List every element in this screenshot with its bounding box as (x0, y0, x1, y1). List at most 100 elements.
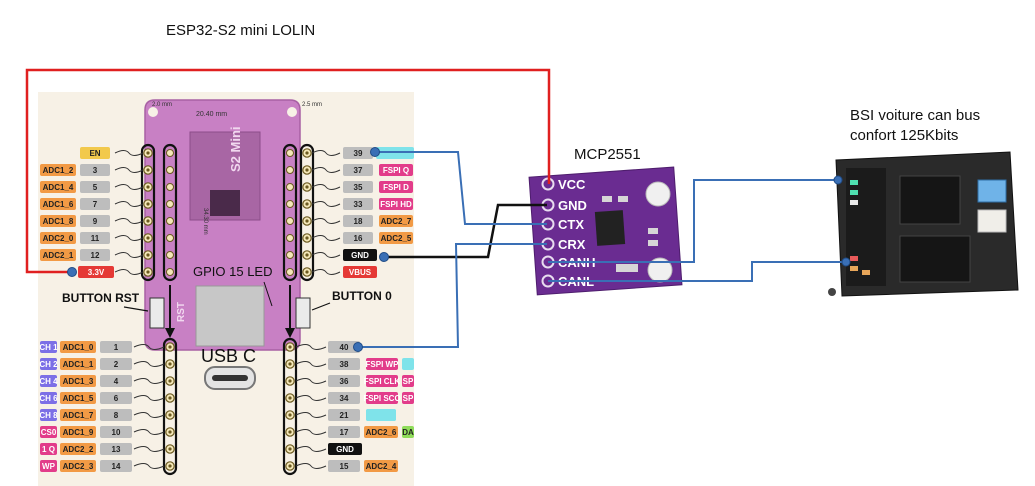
pin-lead-bottom-left (133, 412, 165, 418)
pin-bottom-right-num: 34 (340, 394, 349, 403)
pin-lead-top-left (114, 167, 144, 173)
pin-top-left-num-bg (80, 232, 110, 244)
pin-lead-bottom-left (133, 446, 165, 452)
pin-top-right-gnd-bg (343, 249, 377, 261)
header-bottom-right-pin-hole (288, 379, 292, 383)
pin-lead-bottom-left (133, 361, 165, 367)
pin-top-right-num-bg (343, 164, 373, 176)
pin-bottom-left-num: 2 (114, 360, 119, 369)
pin-bottom-left-num: 14 (112, 462, 121, 471)
pin-top-right-num-bg (343, 198, 373, 210)
pin-lead-top-left (114, 269, 144, 275)
pin-top-left-adc-bg (40, 232, 76, 244)
header-top-left-inner-pin (166, 234, 174, 242)
pin-bottom-right-num-bg (328, 392, 360, 404)
pin-bottom-left-edge: CS0 (41, 428, 57, 437)
mcp-chip (594, 210, 626, 246)
mcp-resistor-5 (616, 264, 638, 272)
dot-bsi-canl (841, 257, 851, 267)
header-top-left-pin-hole (146, 202, 150, 206)
header-top-left-pin-hole (146, 219, 150, 223)
pin-top-right-num: 37 (354, 166, 363, 175)
header-bottom-left-pin-hole (168, 447, 172, 451)
mcp-pin-label-crx: CRX (558, 237, 586, 252)
pin-top-left-en-bg (80, 147, 110, 159)
header-bottom-left-pin-hole (168, 396, 172, 400)
wire-3v3-to-vcc (25, 68, 551, 274)
mount-hole-left (148, 107, 158, 117)
pin-bottom-right-func-bg (366, 392, 398, 404)
pin-top-left-num: 9 (93, 217, 98, 226)
header-top-right-pin-hole (305, 219, 309, 223)
header-top-right-inner-pin (286, 234, 294, 242)
pin-top-right-func-bg (379, 181, 413, 193)
pin-top-left-num: 7 (93, 200, 98, 209)
pin-lead-top-right (311, 252, 341, 258)
header-top-right-inner-pin (286, 251, 294, 259)
arrow-left-head (165, 328, 175, 338)
mcp-resistor-2 (618, 196, 628, 202)
header-top-right-inner (282, 143, 298, 282)
dot-gpio39 (370, 147, 380, 157)
bsi-screw (828, 288, 836, 296)
pin-bottom-left-num: 8 (114, 411, 119, 420)
dim-width: 20.40 mm (196, 111, 227, 118)
header-top-right-pin-hole (305, 168, 309, 172)
mcp-pin-label-gnd: GND (558, 198, 587, 213)
pin-bottom-left-adc: ADC1_9 (63, 428, 94, 437)
pin-top-right-num-bg (343, 181, 373, 193)
pin-bottom-left-adc: ADC1_0 (63, 343, 94, 352)
header-top-right-inner-pin (286, 166, 294, 174)
bsi-connector-top (899, 175, 961, 225)
pin-top-left-num-bg (80, 215, 110, 227)
header-top-right-inner-pin (286, 217, 294, 225)
wires (25, 68, 851, 352)
pin-bottom-left-edge-bg (40, 443, 57, 455)
pin-bottom-left-adc: ADC2_2 (63, 445, 94, 454)
header-top-right-pin-hole (305, 253, 309, 257)
header-top-right (299, 143, 315, 282)
pin-top-right-func-bg (379, 215, 413, 227)
pin-bottom-right-edge: DA (402, 428, 414, 437)
pin-bottom-left-adc: ADC1_5 (63, 394, 94, 403)
header-bottom-left (162, 337, 178, 476)
pin-bottom-right-func-bg (366, 358, 398, 370)
pin-bottom-left-adc-bg (60, 443, 96, 455)
pin-bottom-right-edge-bg (402, 426, 414, 438)
header-top-right-pin-hole (305, 185, 309, 189)
pin-top-left-num: 5 (93, 183, 98, 192)
pin-bottom-left-num: 13 (112, 445, 121, 454)
header-top-right-inner-pin (286, 268, 294, 276)
pin-top-left-num: 3 (93, 166, 98, 175)
pin-lead-bottom-right (295, 446, 327, 452)
pin-lead-bottom-right (295, 463, 327, 469)
pin-lead-bottom-right (295, 344, 327, 350)
pin-bottom-right-func: FSPI CLK (364, 377, 401, 386)
pin-top-left-adc: ADC1_2 (43, 166, 74, 175)
pin-bottom-right-func-bg (364, 426, 398, 438)
pin-bottom-right-edge: SP (403, 377, 414, 386)
pin-top-left-adc-bg (40, 198, 76, 210)
pin-top-left-adc: ADC2_1 (43, 251, 74, 260)
header-bottom-left-pin-hole (168, 413, 172, 417)
pin-top-right-num: 16 (354, 234, 363, 243)
bsi-fuse-5 (850, 266, 858, 271)
pin-top-right-num-bg (343, 215, 373, 227)
pin-top-left-num: 12 (91, 251, 100, 260)
header-top-left-inner-pin (166, 183, 174, 191)
pin-bottom-right-func: FSPI SCO (363, 394, 400, 403)
header-top-left-pin-hole (146, 168, 150, 172)
pin-tags: EN3ADC1_25ADC1_47ADC1_69ADC1_811ADC2_012… (39, 147, 414, 472)
pin-top-left-num-bg (80, 181, 110, 193)
header-top-left-pin-hole (146, 185, 150, 189)
pin-bottom-right-edge-bg (402, 375, 414, 387)
pin-bottom-left-num-bg (100, 443, 132, 455)
gpio-led-label: GPIO 15 LED (193, 264, 272, 279)
pin-bottom-left-adc-bg (60, 460, 96, 472)
header-bottom-left-pin-hole (168, 464, 172, 468)
header-bottom-right-pin-hole (288, 362, 292, 366)
pin-lead-bottom-left (133, 463, 165, 469)
pin-lead-bottom-right (295, 361, 327, 367)
pin-bottom-left-num-bg (100, 358, 132, 370)
header-bottom-right-pin-hole (288, 345, 292, 349)
